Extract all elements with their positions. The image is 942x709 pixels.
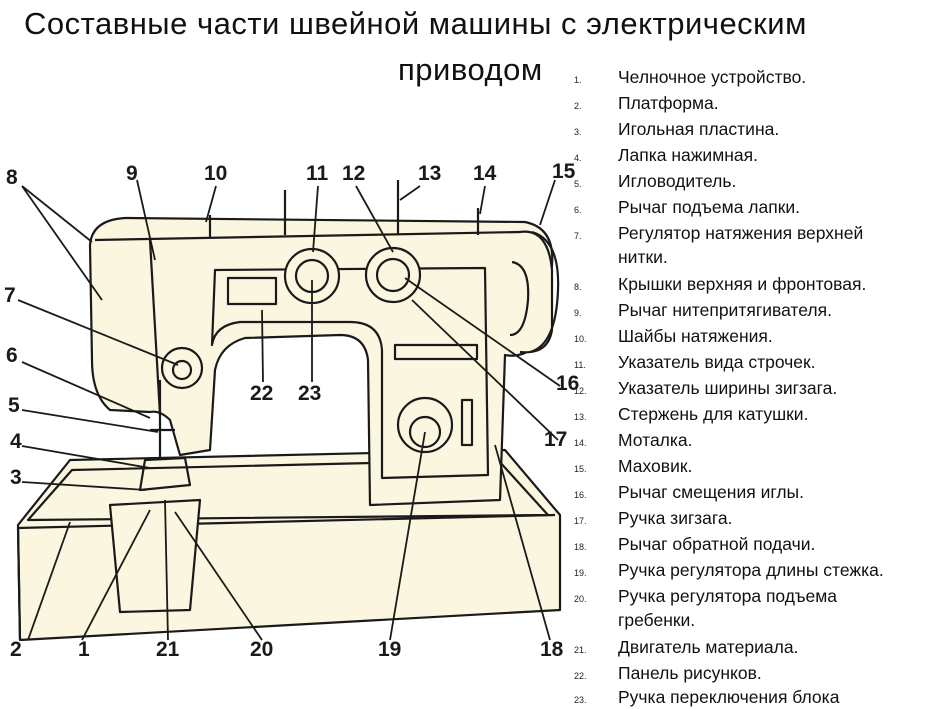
callout-6: 6 <box>6 344 18 367</box>
callout-2: 2 <box>10 638 22 661</box>
legend-item: 18.Рычаг обратной подачи. <box>574 534 816 554</box>
callout-21: 21 <box>156 638 180 661</box>
legend-item: 14.Моталка. <box>574 430 693 450</box>
callout-12: 12 <box>342 162 365 185</box>
legend-item-continuation: нитки. <box>618 247 668 267</box>
callout-1: 1 <box>78 638 90 661</box>
callout-14: 14 <box>473 162 497 185</box>
tension-knob <box>160 346 204 390</box>
machine-drawing <box>16 180 562 642</box>
legend-item: 10.Шайбы натяжения. <box>574 326 773 346</box>
diagram-title-line1: Составные части швейной машины с электри… <box>24 6 807 41</box>
diagram-title-line2: приводом <box>398 52 543 87</box>
callout-19: 19 <box>378 638 401 661</box>
legend-item: 1.Челночное устройство. <box>574 67 807 87</box>
legend-item: 3.Игольная пластина. <box>574 119 780 139</box>
legend-item-continuation: гребенки. <box>618 610 696 630</box>
legend-item: 8.Крышки верхняя и фронтовая. <box>574 274 867 294</box>
leader-lines <box>17 179 561 641</box>
callout-9: 9 <box>126 162 138 185</box>
legend-item: 12.Указатель ширины зигзага. <box>574 378 838 398</box>
callout-16: 16 <box>556 372 579 395</box>
handwheel <box>519 230 554 354</box>
callout-22: 22 <box>250 382 273 405</box>
callout-8: 8 <box>6 166 18 189</box>
callout-15: 15 <box>552 160 576 183</box>
legend-item: 20.Ручка регулятора подъема <box>574 586 838 606</box>
callout-10: 10 <box>204 162 227 185</box>
legend-item: 19.Ручка регулятора длины стежка. <box>574 560 884 580</box>
legend-item: 16.Рычаг смещения иглы. <box>574 482 804 502</box>
legend-item: 9.Рычаг нитепритягивателя. <box>574 300 832 320</box>
legend-item: 21.Двигатель материала. <box>574 637 799 657</box>
legend-item: 6.Рычаг подъема лапки. <box>574 197 801 217</box>
stitch-length-dial <box>396 396 454 454</box>
legend-item: 13.Стержень для катушки. <box>574 404 809 424</box>
legend-item: 7.Регулятор натяжения верхней <box>574 223 864 243</box>
callout-17: 17 <box>544 428 567 451</box>
legend-item: 5.Игловодитель. <box>574 171 737 191</box>
callout-23: 23 <box>298 382 321 405</box>
callout-3: 3 <box>10 466 22 489</box>
legend-item: 22.Панель рисунков. <box>574 663 762 683</box>
legend-item: 2.Платформа. <box>574 93 719 113</box>
legend-item: 11.Указатель вида строчек. <box>574 352 816 372</box>
legend-item: 15.Маховик. <box>574 456 693 476</box>
pattern-panel <box>226 276 278 306</box>
legend-item: 17.Ручка зигзага. <box>574 508 733 528</box>
callout-20: 20 <box>250 638 273 661</box>
callout-18: 18 <box>540 638 564 661</box>
legend-item: 23.Ручка переключения блока <box>574 687 840 707</box>
legend-item: 4.Лапка нажимная. <box>574 145 758 165</box>
zigzag-dial <box>364 246 422 304</box>
callout-7: 7 <box>4 284 16 307</box>
callout-4: 4 <box>10 430 22 453</box>
callout-5: 5 <box>8 394 20 417</box>
callout-13: 13 <box>418 162 441 185</box>
callout-11: 11 <box>306 162 329 185</box>
